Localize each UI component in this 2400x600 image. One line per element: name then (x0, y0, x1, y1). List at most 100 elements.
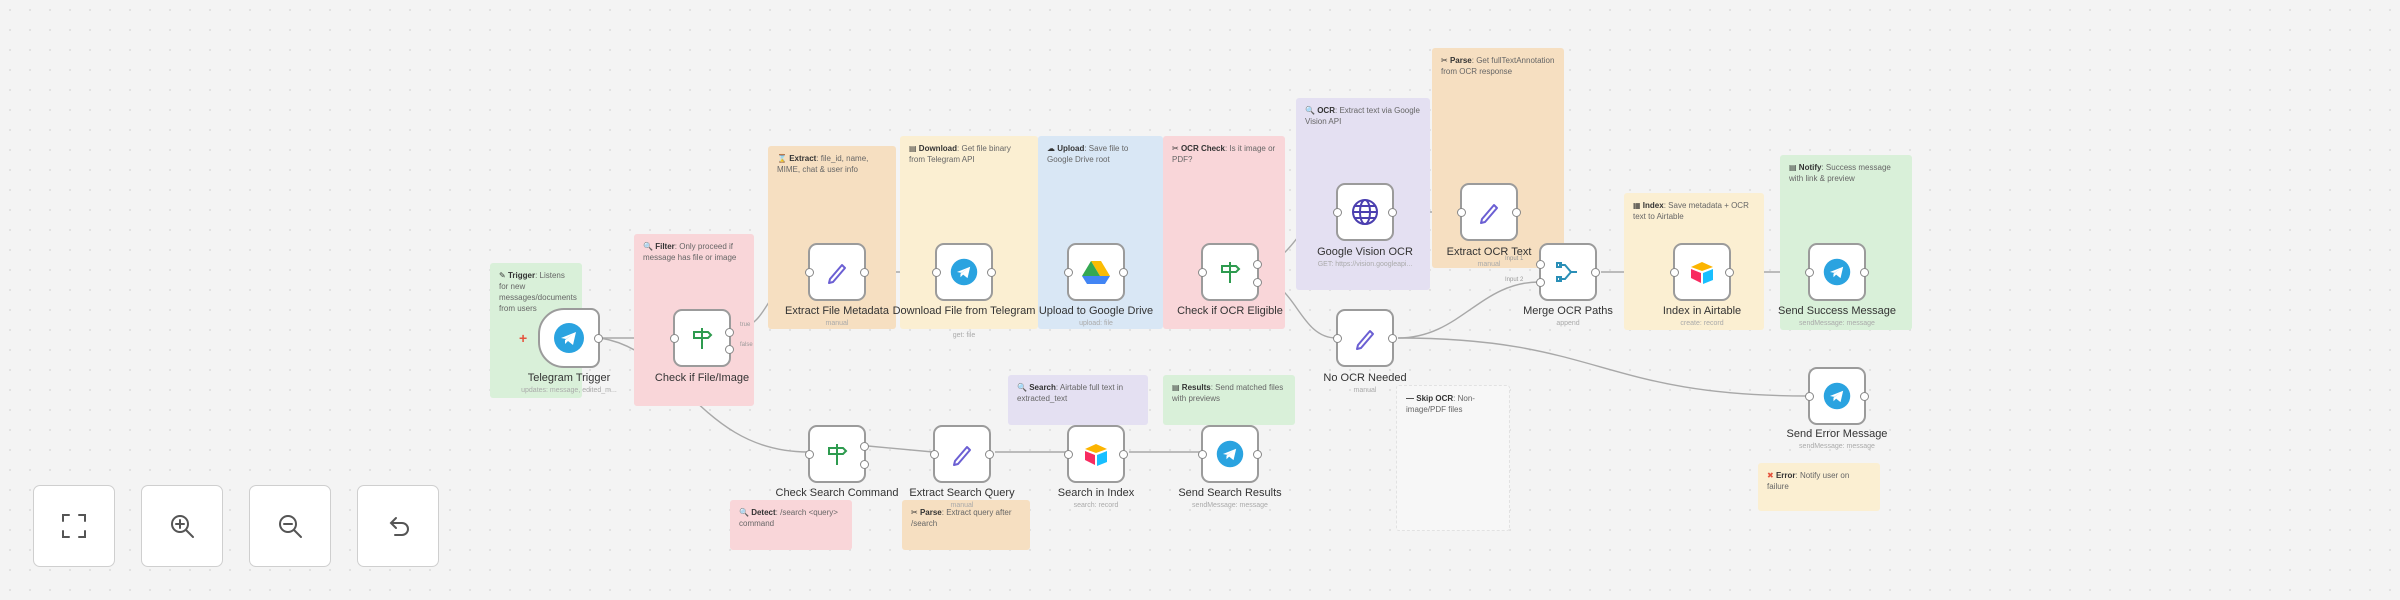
node-upload-drive[interactable] (1064, 243, 1128, 301)
sticky-download[interactable]: ▤ Download: Get file binary from Telegra… (900, 136, 1038, 329)
sticky-search[interactable]: 🔍 Search: Airtable full text in extracte… (1008, 375, 1148, 425)
input-port[interactable] (1670, 268, 1679, 277)
input-port[interactable] (1805, 268, 1814, 277)
output-port-false[interactable] (1253, 277, 1262, 287)
output-port[interactable] (1860, 392, 1869, 401)
node-label: Send Search Results (1178, 487, 1282, 499)
node-subtitle: sendMessage: message (1799, 320, 1875, 327)
node-label: Upload to Google Drive (1038, 305, 1154, 317)
output-port-true[interactable] (860, 441, 869, 451)
output-port[interactable] (860, 268, 869, 277)
telegram-icon (950, 258, 978, 286)
scissors-icon: ✂ (1172, 144, 1179, 153)
node-label: Extract Search Query (909, 487, 1015, 499)
node-search-index[interactable] (1064, 425, 1128, 483)
node-merge[interactable] (1536, 243, 1600, 301)
input-port[interactable] (805, 450, 814, 459)
input-port-2[interactable] (1536, 277, 1545, 287)
output-port[interactable] (987, 268, 996, 277)
node-check-file[interactable] (670, 309, 734, 367)
node-subtitle: manual (1477, 261, 1501, 268)
output-port[interactable] (594, 334, 603, 343)
airtable-icon (1085, 444, 1107, 466)
node-label: No OCR Needed (1323, 372, 1407, 384)
google-drive-icon (1082, 261, 1110, 284)
connection (867, 445, 934, 453)
output-port[interactable] (1388, 208, 1397, 217)
node-check-ocr[interactable] (1198, 243, 1262, 301)
sticky-results[interactable]: ▤ Results: Send matched files with previ… (1163, 375, 1295, 425)
node-label: Google Vision OCR (1317, 246, 1413, 258)
node-send-results[interactable] (1198, 425, 1262, 483)
search-icon: 🔍 (1305, 106, 1315, 115)
node-label: Send Error Message (1786, 428, 1888, 440)
input-port[interactable] (1064, 450, 1073, 459)
port-label-input1: Input 1 (1505, 256, 1524, 262)
globe-icon (1352, 199, 1378, 225)
output-port[interactable] (1591, 268, 1600, 277)
sticky-detect[interactable]: 🔍 Detect: /search <query> command (730, 500, 852, 550)
add-trigger-icon[interactable]: + (519, 330, 528, 346)
output-port[interactable] (1119, 450, 1128, 459)
input-port[interactable] (1457, 208, 1466, 217)
dash-icon: — (1406, 394, 1414, 403)
node-extract-ocr[interactable] (1457, 183, 1521, 241)
output-port[interactable] (1388, 334, 1397, 343)
scissors-icon: ✂ (1441, 56, 1448, 65)
input-port[interactable] (1198, 450, 1207, 459)
node-extract-metadata[interactable] (805, 243, 869, 301)
cloud-icon: ☁ (1047, 144, 1055, 153)
input-port[interactable] (930, 450, 939, 459)
node-check-search[interactable] (805, 425, 869, 483)
sticky-error[interactable]: ✖ Error: Notify user on failure (1758, 463, 1880, 511)
input-port[interactable] (1333, 334, 1342, 343)
input-port-1[interactable] (1536, 259, 1545, 269)
node-subtitle: sendMessage: message (1799, 443, 1875, 450)
output-port[interactable] (1119, 268, 1128, 277)
sticky-skip-ocr[interactable]: — Skip OCR: Non-image/PDF files (1396, 385, 1510, 531)
zoom-out-button[interactable] (249, 485, 331, 567)
zoom-in-button[interactable] (141, 485, 223, 567)
node-google-vision[interactable] (1333, 183, 1397, 241)
input-port[interactable] (1198, 268, 1207, 277)
output-port-true[interactable] (1253, 259, 1262, 269)
undo-icon (389, 517, 409, 536)
input-port[interactable] (1064, 268, 1073, 277)
output-port[interactable] (1725, 268, 1734, 277)
input-port[interactable] (1805, 392, 1814, 401)
fit-view-button[interactable] (33, 485, 115, 567)
node-download-file[interactable] (932, 243, 996, 301)
node-subtitle: manual (950, 502, 974, 509)
port-label-false: false (740, 342, 753, 348)
node-no-ocr[interactable] (1333, 309, 1397, 367)
output-port[interactable] (1860, 268, 1869, 277)
pen-icon (953, 446, 971, 466)
node-send-error[interactable] (1805, 367, 1869, 425)
output-port-false[interactable] (725, 344, 734, 354)
output-port-true[interactable] (725, 327, 734, 337)
node-send-success[interactable] (1805, 243, 1869, 301)
node-extract-query[interactable] (930, 425, 994, 483)
reset-zoom-button[interactable] (357, 485, 439, 567)
input-port[interactable] (1333, 208, 1342, 217)
search-icon: 🔍 (643, 242, 653, 251)
signpost-icon (693, 328, 713, 349)
sticky-parse-query[interactable]: ✂ Parse: Extract query after /search (902, 500, 1030, 550)
node-telegram-trigger[interactable] (538, 308, 603, 368)
node-label: Check Search Command (775, 487, 899, 499)
sticky-trigger[interactable]: ✎ Trigger: Listens for new messages/docu… (490, 263, 582, 398)
pen-icon (1480, 204, 1498, 224)
sticky-extract[interactable]: ⌛ Extract: file_id, name, MIME, chat & u… (768, 146, 896, 329)
fit-view-icon (62, 514, 86, 538)
input-port[interactable] (670, 334, 679, 343)
output-port[interactable] (985, 450, 994, 459)
input-port[interactable] (805, 268, 814, 277)
output-port-false[interactable] (860, 459, 869, 469)
output-port[interactable] (1512, 208, 1521, 217)
document-icon: ▤ (1172, 383, 1180, 392)
output-port[interactable] (1253, 450, 1262, 459)
input-port[interactable] (932, 268, 941, 277)
document-icon: ▤ (1789, 163, 1797, 172)
node-subtitle: GET: https://vision.googleapi... (1317, 261, 1413, 268)
node-index-airtable[interactable] (1670, 243, 1734, 301)
